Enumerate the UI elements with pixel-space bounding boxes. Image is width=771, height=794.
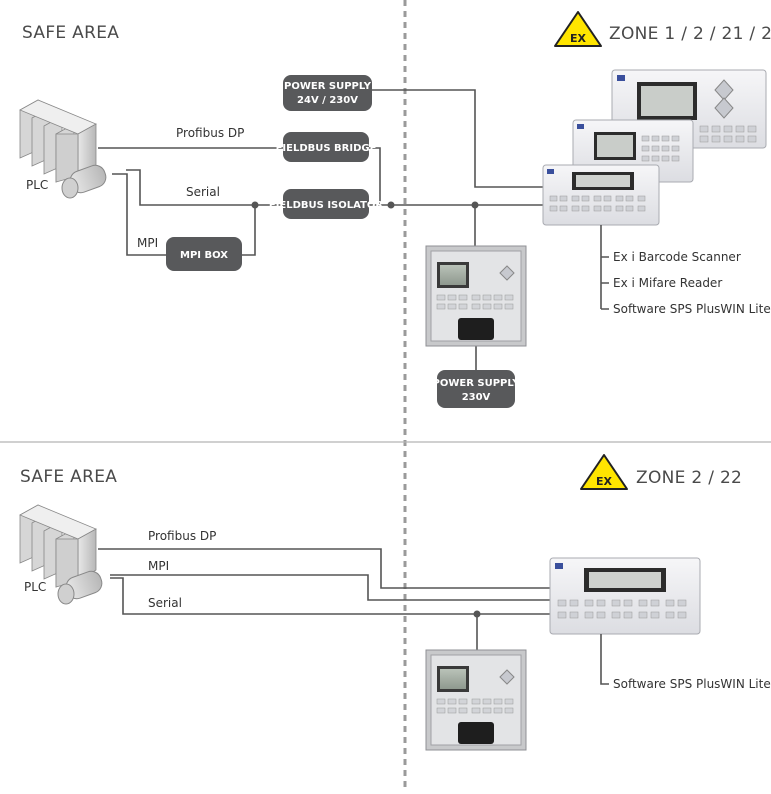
fieldbus-isolator-box: FIELDBUS ISOLATOR (269, 189, 384, 219)
top-junction-serial (251, 201, 259, 209)
top-ex-warning-icon: EX (554, 11, 602, 47)
bottom-safe-area-label: SAFE AREA (20, 467, 117, 487)
mpi-box: MPI BOX (166, 237, 242, 271)
power-supply-box-top-title: POWER SUPPLY (284, 81, 372, 92)
bottom-plc-rack (19, 504, 97, 588)
fieldbus-isolator-label: FIELDBUS ISOLATOR (269, 200, 384, 211)
top-wire-ps1-out (372, 89, 543, 188)
bottom-ex-badge-text: EX (596, 475, 613, 488)
power-supply-box-bottom-spec: 230V (462, 392, 491, 403)
top-safe-area-label: SAFE AREA (22, 23, 119, 43)
bottom-label-profibus: Profibus DP (148, 529, 216, 543)
top-plc-label: PLC (26, 178, 48, 192)
bottom-options-bracket (600, 634, 609, 685)
bottom-option-software: Software SPS PlusWIN Lite (613, 677, 771, 691)
top-plc-cpu-drum (61, 164, 107, 199)
bottom-wire-serial (110, 577, 550, 615)
bottom-label-serial: Serial (148, 596, 182, 610)
top-label-mpi: MPI (137, 236, 158, 250)
fieldbus-bridge-label: FIELDBUS BRIDGE (276, 143, 377, 154)
top-wire-mpi (112, 173, 166, 256)
top-wire-serial (126, 169, 283, 206)
top-option-mifare: Ex i Mifare Reader (613, 276, 722, 290)
top-options-bracket (600, 225, 609, 310)
top-option-software: Software SPS PlusWIN Lite (613, 302, 771, 316)
top-junction-bridge (387, 201, 395, 209)
bottom-wire-mpi (110, 574, 550, 601)
fieldbus-bridge-box: FIELDBUS BRIDGE (276, 132, 377, 162)
bottom-wire-profibus (98, 548, 550, 589)
bottom-junction-terminal (473, 610, 481, 618)
top-label-profibus: Profibus DP (176, 126, 244, 140)
top-option-barcode: Ex i Barcode Scanner (613, 250, 741, 264)
bottom-ex-warning-icon: EX (580, 454, 628, 490)
top-junction-terminal (471, 201, 479, 209)
power-supply-box-top-spec: 24V / 230V (297, 95, 358, 106)
bottom-zone-label: ZONE 2 / 22 (636, 468, 742, 488)
operator-panel-front (542, 164, 660, 226)
bottom-plc-label: PLC (24, 580, 46, 594)
top-wire-bridge-out (369, 147, 381, 205)
top-stainless-terminal (425, 245, 527, 347)
bottom-plc-cpu-drum (57, 570, 103, 605)
top-label-serial: Serial (186, 185, 220, 199)
operator-panel-back (611, 69, 767, 149)
bottom-stainless-terminal (425, 649, 527, 751)
top-zone-label: ZONE 1 / 2 / 21 / 22 (609, 24, 771, 44)
power-supply-box-bottom: POWER SUPPLY 230V (433, 370, 521, 408)
top-wire-mpibox-up (242, 205, 256, 256)
bottom-operator-panel (549, 557, 701, 635)
top-ex-badge-text: EX (570, 32, 587, 45)
top-plc-rack (19, 99, 97, 183)
bottom-label-mpi: MPI (148, 559, 169, 573)
power-supply-box-top: POWER SUPPLY 24V / 230V (283, 75, 372, 111)
power-supply-box-bottom-title: POWER SUPPLY (433, 378, 521, 389)
mpi-box-label: MPI BOX (180, 250, 228, 261)
